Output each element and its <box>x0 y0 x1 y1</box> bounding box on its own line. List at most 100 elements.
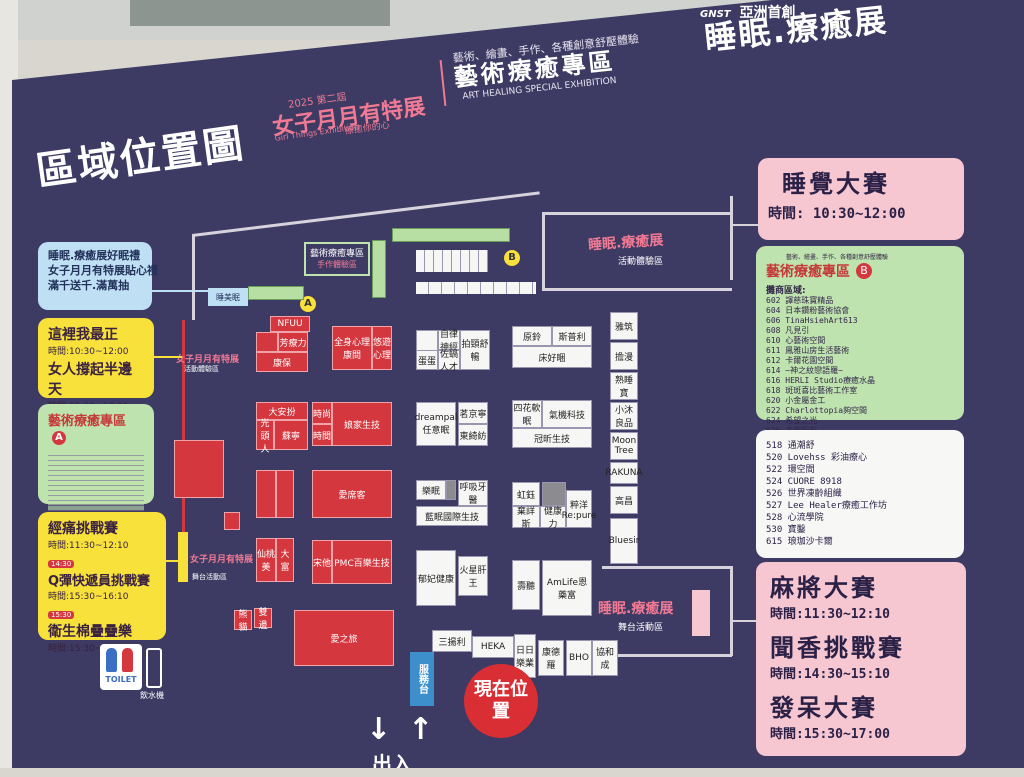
wall-line-sleep-top <box>542 212 732 215</box>
booth-red: 大安扮 <box>256 402 308 420</box>
list-item: 620 小金屬金工 <box>766 396 826 405</box>
event1-time: 時間:10:30~12:00 <box>48 347 129 357</box>
connector-line <box>166 560 180 562</box>
art-zone-a-row <box>248 286 304 300</box>
mahjong-contest-time: 時間:11:30~12:10 <box>770 607 890 622</box>
scent-contest-time: 時間:14:30~15:10 <box>770 667 890 682</box>
art-zone-b-row <box>392 228 510 242</box>
event5-title: 衛生棉疊疊樂 <box>48 624 132 640</box>
booth-white: Moon Tree <box>610 432 638 460</box>
booth-red: 蘇寧 <box>274 420 308 450</box>
stage-events-panel: 麻將大賽 時間:11:30~12:10 聞香挑戰賽 時間:14:30~15:10… <box>756 562 966 756</box>
list-item: 615 琅珈沙卡爾 <box>766 537 833 547</box>
art-zone-b-title: 藝術療癒專區 <box>766 264 850 280</box>
booth-red <box>276 470 294 518</box>
male-icon <box>106 648 117 672</box>
booth-white: 拍頸舒暢 <box>460 330 490 370</box>
water-dispenser-icon <box>146 648 162 688</box>
booth-white: 健康力 <box>540 506 566 530</box>
art-zone-a-map-sub: 手作體驗區 <box>317 260 357 269</box>
gnst-logo-text: GNST <box>700 9 731 20</box>
zone-b-badge: B <box>856 263 872 279</box>
art-zone-a-map-label: 藝術療癒專區 <box>309 249 364 259</box>
sleep-contest-title: 睡覺大賽 <box>782 170 890 198</box>
ceiling-beam <box>130 0 390 26</box>
event-panel-girls-1: 這裡我最正 時間:10:30~12:00 女人撐起半邊天 時間:15:30~17… <box>38 318 154 412</box>
booth-white: 蛋蛋 <box>416 350 438 370</box>
brand-text: 亞洲首創 <box>739 5 796 21</box>
booth-white: 火星肝王 <box>458 556 488 596</box>
arrow-up-icon: ↑ <box>408 712 434 747</box>
booth-white: RAKUNA <box>605 462 643 484</box>
girl-activity-label: 女子月月有特展 <box>176 355 240 365</box>
event2-title: 女人撐起半邊天 <box>48 362 132 398</box>
art-zone-b-vendor-list: 602 譯慈珠寶精品 604 日本鑽粉藝術協會 606 TinaHsiehArt… <box>766 296 954 436</box>
info-desk: 服務台 <box>410 652 434 706</box>
list-item: 611 鳳雅山房生活藝術 <box>766 346 850 355</box>
booth-red: 熊貓 <box>234 610 252 633</box>
booth-small-1 <box>224 512 240 530</box>
list-item: 610 心藝術空間 <box>766 336 826 345</box>
booth-white: 東綺紡 <box>458 424 488 446</box>
art-zone-b-stalls <box>416 250 488 272</box>
sleep-activity-label: 睡眠.療癒展 <box>587 232 664 254</box>
lounge-block: 睡美眠 <box>208 288 248 306</box>
booth-white: 壽聽 <box>512 560 540 610</box>
booth-red: 宋他 <box>312 540 332 584</box>
daze-contest-time: 時間:15:30~17:00 <box>770 727 890 742</box>
daze-contest-title: 發呆大賽 <box>770 694 878 722</box>
floor-map-board: GNST 亞洲首創 睡眠.療癒展 藝術、繪畫、手作、各種創意舒壓體驗 藝術療癒專… <box>12 0 1024 768</box>
wall-line-sleep-left <box>542 212 545 290</box>
marker-a: A <box>300 296 316 312</box>
sleep-activity-sub: 活動體驗區 <box>618 257 664 267</box>
booth-white: 粹洋Re:pure <box>562 490 596 528</box>
scent-contest-title: 聞香挑戰賽 <box>770 634 905 662</box>
booth-white: HEKA <box>472 636 514 658</box>
toilet-label: TOILET <box>105 675 137 684</box>
booth-red: 娘家生技 <box>332 402 392 446</box>
female-icon <box>122 648 133 672</box>
booth-white: 佐蝸人才 <box>438 350 460 373</box>
connector-line <box>732 224 760 226</box>
wall-line-sleep-bottom <box>542 288 732 291</box>
list-item: 528 心流學院 <box>766 513 824 523</box>
marker-b: B <box>504 250 520 266</box>
booth-white: 藍眠國際生技 <box>416 506 488 526</box>
list-item: 527 Lee Healer療癒工作坊 <box>766 501 887 511</box>
list-item: 518 通潮舒 <box>766 441 815 451</box>
list-item: 530 寶鑿 <box>766 525 806 535</box>
list-item: 520 Lovehss 彩油療心 <box>766 453 868 463</box>
arrow-down-icon: ↓ <box>366 712 392 747</box>
booth-white: 熟睡寶 <box>610 372 638 400</box>
booth-red: 時尚 <box>312 402 332 424</box>
booth-red: 愛席客 <box>312 470 392 518</box>
list-item: 606 TinaHsiehArt613 <box>766 316 858 325</box>
brand-logo: GNST 亞洲首創 <box>700 2 795 22</box>
booth-red: 愛之旅 <box>294 610 394 666</box>
booth-white: dreampal任意眠 <box>415 402 457 446</box>
gift-line-2: 女子月月有特展貼心禮 <box>48 264 158 277</box>
art-zone-a-panel: 藝術療癒專區 A <box>38 404 154 511</box>
sleep-stage-label: 睡眠.療癒展 <box>598 601 674 617</box>
wall-line-left-upper <box>192 234 195 320</box>
list-item: 602 譯慈珠寶精品 <box>766 296 834 305</box>
stage-line-right <box>730 566 733 656</box>
list-item: 618 斑斑喜比藝術工作室 <box>766 386 858 395</box>
stage-line-top <box>602 566 732 569</box>
divider <box>439 60 447 106</box>
booth-white: 棄詳斯 <box>512 506 540 530</box>
booth-gray <box>446 480 456 500</box>
booth-red: 全身心理康問 <box>332 326 372 370</box>
gift-line-1: 睡眠.療癒展好眠禮 <box>48 249 141 262</box>
booth-white: 協和成 <box>592 640 618 676</box>
list-item: 612 卡爾花園空間 <box>766 356 834 365</box>
event5-time-badge: 15:30 <box>48 611 75 619</box>
art-zone-a-vendor-list <box>48 451 144 511</box>
event-panel-girls-2: 經痛挑戰賽 時間:11:30~12:10 14:30 Q彈快遞員挑戰賽 時間:1… <box>38 512 166 654</box>
booth-white: 小沐良品 <box>610 402 638 430</box>
mahjong-contest-title: 麻將大賽 <box>770 574 878 602</box>
booth-red: 悠遊心理 <box>372 326 392 370</box>
booth-white: 雅筑 <box>610 312 638 340</box>
wall-line-sleep-right <box>730 196 733 280</box>
event4-title: Q彈快遞員挑戰賽 <box>48 574 151 589</box>
